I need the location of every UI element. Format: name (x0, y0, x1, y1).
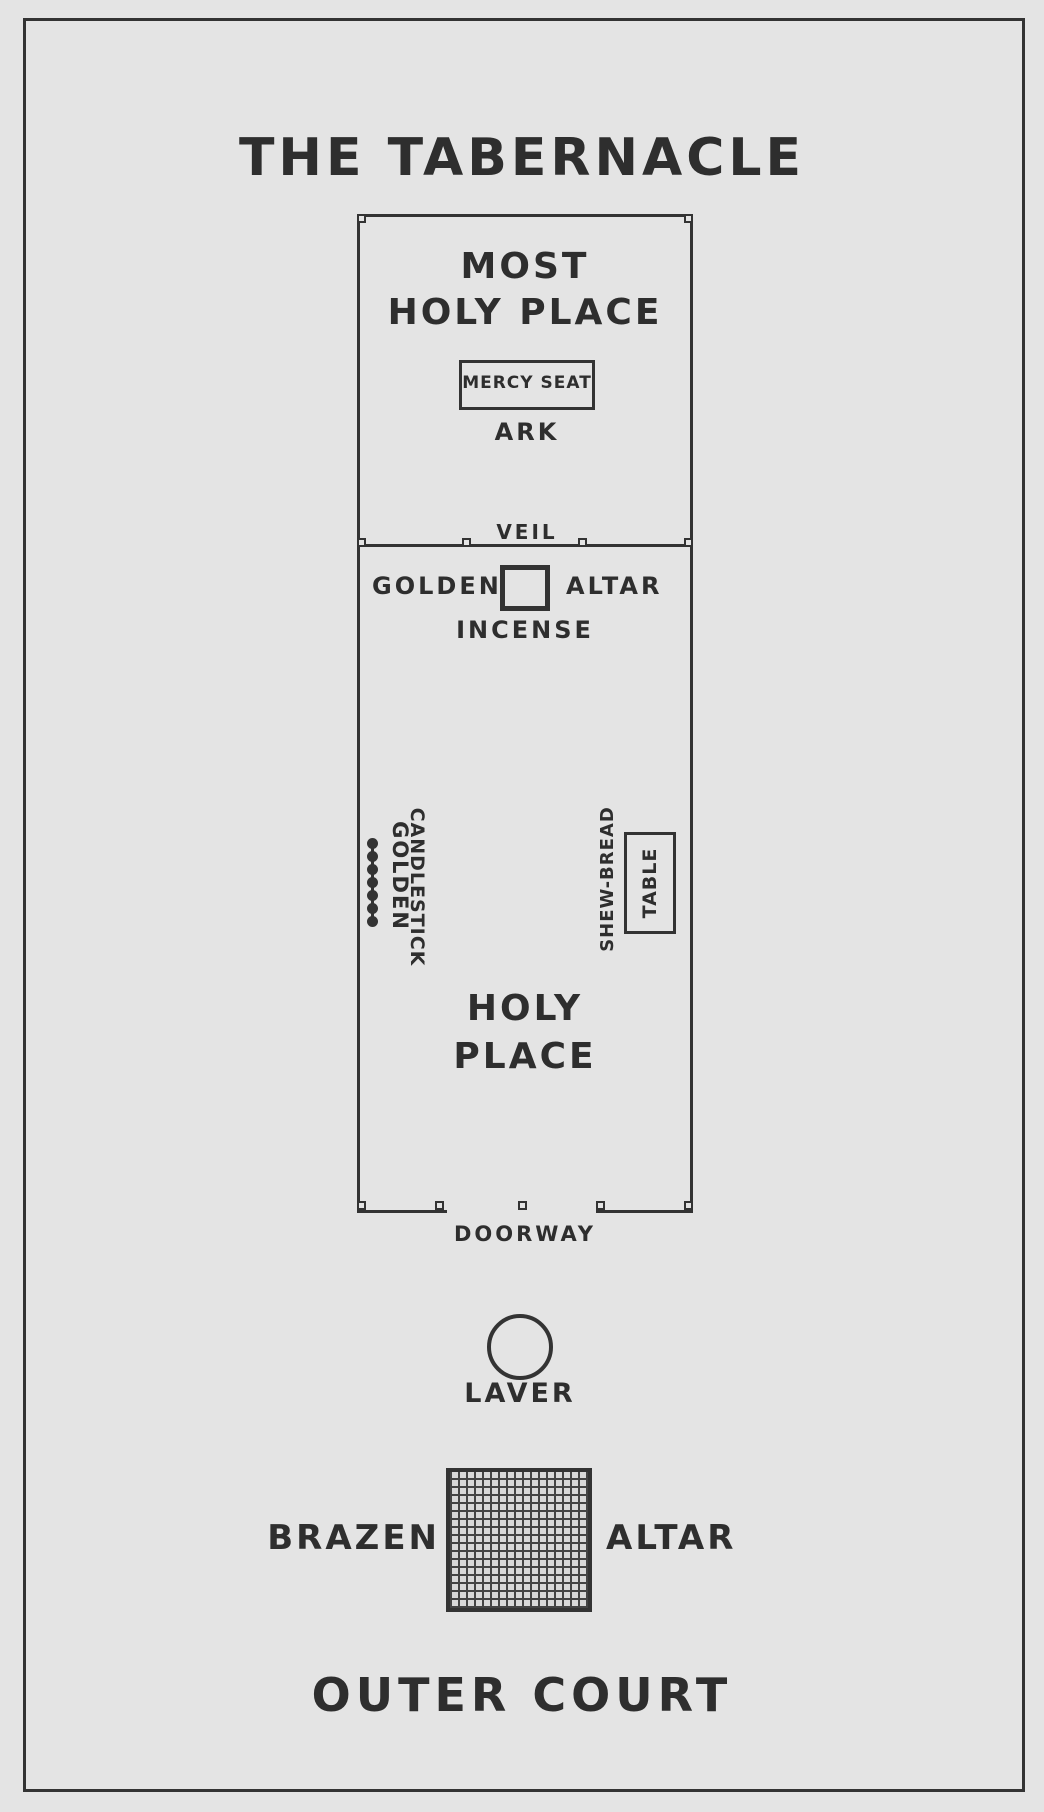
ark-label: ARK (494, 418, 560, 446)
candlestick-lamp-icon (367, 877, 378, 888)
golden-candlestick-label-line2: CANDLESTICK (406, 807, 428, 967)
mercy-seat-label: MERCY SEAT (462, 373, 592, 393)
holy-place-label-line1: HOLY (466, 988, 584, 1029)
candlestick-lamp-icon (367, 838, 378, 849)
brazen-altar-label-right: ALTAR (606, 1518, 737, 1558)
veil-post (462, 538, 471, 547)
altar-of-incense-box (500, 565, 550, 611)
golden-altar-label-right: ALTAR (566, 572, 663, 600)
veil-line (357, 544, 693, 547)
door-post (684, 1201, 693, 1210)
laver-label: LAVER (464, 1378, 576, 1409)
candlestick-lamp-icon (367, 864, 378, 875)
laver-icon (487, 1314, 553, 1380)
shew-bread-label: SHEW-BREAD (597, 806, 618, 952)
door-post (518, 1201, 527, 1210)
candlestick-lamp-icon (367, 851, 378, 862)
table-label: TABLE (639, 847, 661, 919)
outer-court-border (23, 18, 1025, 1792)
doorway-wall-right (596, 1210, 693, 1213)
corner-post (357, 214, 366, 223)
shew-bread-table-box (624, 832, 676, 934)
golden-altar-label-left: GOLDEN (372, 572, 502, 600)
doorway-label: DOORWAY (454, 1222, 596, 1246)
brazen-altar-grate (446, 1468, 592, 1612)
incense-label: INCENSE (456, 616, 594, 644)
candlestick-lamp-icon (367, 903, 378, 914)
diagram-title: THE TABERNACLE (238, 128, 806, 188)
most-holy-place-label-line1: MOST (460, 246, 590, 287)
door-post (435, 1201, 444, 1210)
veil-post (357, 538, 366, 547)
candlestick-lamp-icon (367, 916, 378, 927)
candlestick-lamp-icon (367, 890, 378, 901)
door-post (357, 1201, 366, 1210)
mercy-seat-box (459, 360, 595, 410)
most-holy-place-label-line2: HOLY PLACE (387, 292, 663, 333)
corner-post (684, 214, 693, 223)
tabernacle-tent-outline (357, 214, 693, 1213)
holy-place-label-line2: PLACE (453, 1036, 597, 1077)
door-post (596, 1201, 605, 1210)
veil-label: VEIL (496, 520, 558, 544)
veil-post (578, 538, 587, 547)
brazen-altar-label-left: BRAZEN (267, 1518, 440, 1558)
outer-court-label: OUTER COURT (311, 1668, 733, 1722)
veil-post (684, 538, 693, 547)
doorway-wall-left (357, 1210, 447, 1213)
